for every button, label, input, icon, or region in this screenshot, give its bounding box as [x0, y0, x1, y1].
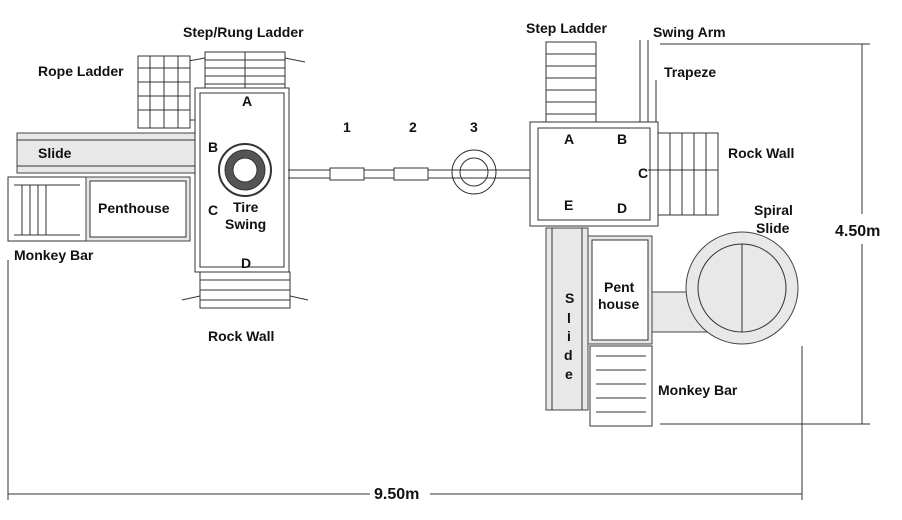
swing-arm: [639, 40, 657, 130]
label-right-a: A: [564, 131, 574, 147]
label-slide-vertical-d: d: [564, 347, 573, 363]
right-deck: [529, 121, 659, 227]
label-right-b: B: [617, 131, 627, 147]
rock-wall-left: [181, 271, 309, 309]
label-penthouse-left: Penthouse: [98, 200, 170, 216]
dimension-height: [660, 43, 870, 425]
label-bridge-2: 2: [409, 119, 417, 135]
label-tire-swing-line2: Swing: [225, 216, 266, 232]
slide-vertical: [545, 227, 589, 411]
label-dimension-width: 9.50m: [374, 486, 419, 503]
label-pent-house-line1: Pent: [604, 279, 635, 295]
label-step-rung-ladder: Step/Rung Ladder: [183, 24, 304, 40]
label-trapeze: Trapeze: [664, 64, 716, 80]
monkey-bar-right: [589, 345, 653, 427]
label-right-e: E: [564, 197, 573, 213]
slide-left: [16, 132, 196, 174]
label-rock-wall-right: Rock Wall: [728, 145, 794, 161]
label-rock-wall-left: Rock Wall: [208, 328, 274, 344]
label-pent-house-line2: house: [598, 296, 639, 312]
label-tire-swing-line1: Tire: [233, 199, 259, 215]
label-spiral-slide-line2: Slide: [756, 220, 790, 236]
dimension-width: [7, 260, 803, 500]
label-slide-vertical-l: l: [567, 310, 571, 326]
label-right-d: D: [617, 200, 627, 216]
rock-wall-right: [648, 132, 719, 216]
penthouse-right: [587, 235, 653, 345]
label-left-a: A: [242, 93, 252, 109]
label-swing-arm: Swing Arm: [653, 24, 726, 40]
label-left-b: B: [208, 139, 218, 155]
label-spiral-slide-line1: Spiral: [754, 202, 793, 218]
label-slide-vertical-e: e: [565, 366, 573, 382]
label-rope-ladder: Rope Ladder: [38, 63, 124, 79]
rope-ladder: [137, 55, 196, 129]
step-ladder-right: [545, 41, 597, 127]
label-bridge-1: 1: [343, 119, 351, 135]
label-bridge-3: 3: [470, 119, 478, 135]
label-slide-vertical-i: i: [567, 328, 571, 344]
label-step-ladder: Step Ladder: [526, 20, 607, 36]
label-monkey-bar-left: Monkey Bar: [14, 247, 94, 263]
spiral-slide: [651, 231, 799, 345]
label-slide-vertical-s: S: [565, 290, 574, 306]
label-dimension-height: 4.50m: [835, 223, 880, 240]
label-left-c: C: [208, 202, 218, 218]
monkey-bar-left: [7, 176, 87, 242]
label-right-c: C: [638, 165, 648, 181]
bridge: [288, 149, 540, 195]
label-monkey-bar-right: Monkey Bar: [658, 382, 738, 398]
label-left-d: D: [241, 255, 251, 271]
left-deck: [194, 87, 290, 273]
label-slide-left: Slide: [38, 145, 72, 161]
penthouse-left: [85, 176, 191, 242]
step-rung-ladder: [182, 51, 306, 91]
